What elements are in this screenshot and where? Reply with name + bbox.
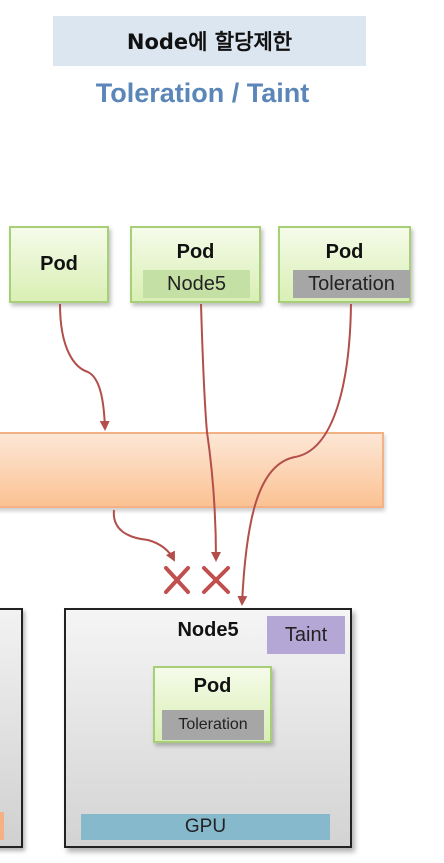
pod-card-toleration: Pod Toleration [278,226,411,303]
arrow-pod1-to-scheduler [59,303,110,431]
toleration-chip: Toleration [293,270,410,298]
pod-label: Pod [40,253,78,275]
toleration-chip: Toleration [162,710,264,740]
pod-card-plain: Pod [9,226,109,303]
arrow-scheduler-to-node-rejected [112,509,175,562]
gpu-resource-bar: GPU [81,814,330,840]
x-mark-icon [164,566,190,594]
node-box-left [0,608,23,848]
x-mark-icon [202,566,230,594]
arrow-pod3-to-node5 [237,303,352,606]
slide-title: Node에 할당제한 [126,30,293,54]
node-selector-chip: Node5 [143,270,250,298]
slide-subtitle: Toleration / Taint [95,78,310,108]
scheduler-bar [0,432,384,508]
node-left-resource-strip [0,812,4,840]
pod-label: Pod [176,241,215,263]
arrow-pod2-to-node5-rejected [200,303,221,562]
pod-label: Pod [325,241,364,263]
taint-badge: Taint [267,616,345,654]
node5-label: Node5 [177,619,239,641]
pod-card-nodeselector: Pod Node5 [130,226,261,303]
slide-title-box: Node에 할당제한 [53,16,366,66]
pod-label: Pod [193,675,232,697]
pod-card-scheduled: Pod Toleration [153,666,272,743]
